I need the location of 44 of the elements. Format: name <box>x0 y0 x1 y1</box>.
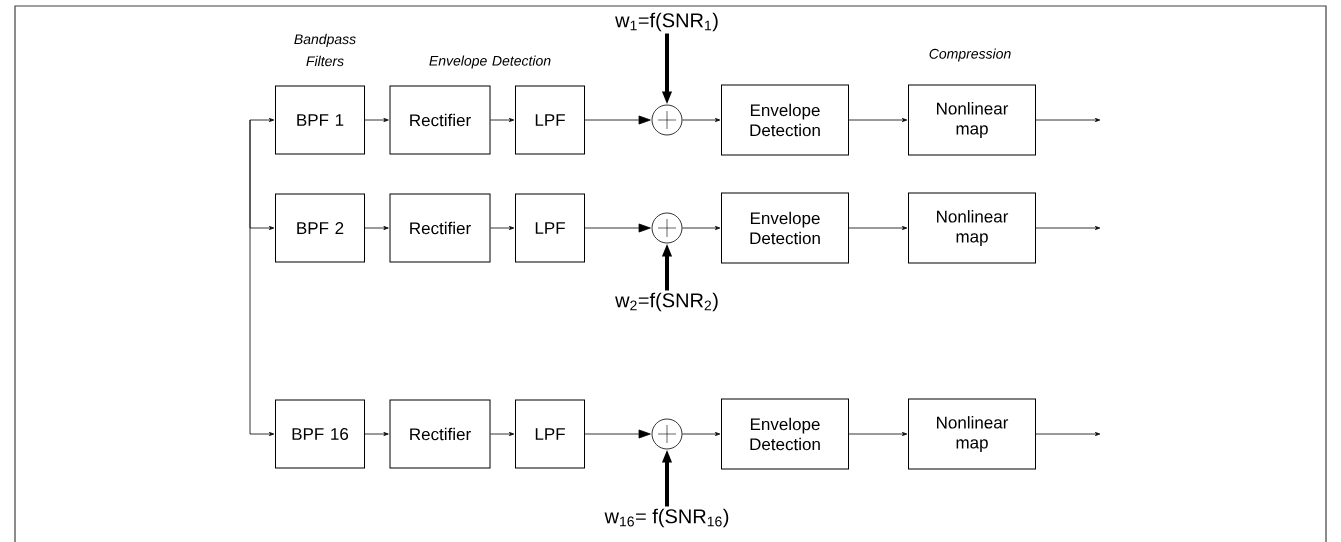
arrow <box>848 226 908 230</box>
column-heading: Compression <box>929 48 1011 62</box>
process-box: Envelope Detection <box>721 398 849 470</box>
process-box: Envelope Detection <box>721 84 849 156</box>
process-box: BPF 2 <box>275 193 365 263</box>
process-box: BPF 16 <box>275 399 365 469</box>
arrow <box>584 223 651 233</box>
arrow <box>682 432 721 436</box>
process-box: LPF <box>515 193 585 263</box>
arrow <box>1035 118 1101 123</box>
arrow <box>848 432 908 436</box>
process-box: Nonlinear map <box>908 398 1036 470</box>
summing-junction <box>651 104 683 136</box>
arrow <box>364 226 389 230</box>
arrow <box>1035 226 1101 230</box>
arrow <box>584 429 651 439</box>
arrow <box>490 226 515 230</box>
weight-label: w$_{16}$= f(SNR$_{16}$) <box>604 508 729 528</box>
arrow <box>249 119 275 436</box>
arrow <box>490 432 515 436</box>
arrow <box>848 118 908 123</box>
arrow <box>249 118 275 123</box>
arrow <box>682 226 721 230</box>
process-box: LPF <box>515 85 585 155</box>
arrow <box>1035 432 1101 436</box>
arrow <box>490 118 515 123</box>
weight-label: w$_{2}$=f(SNR$_{2}$) <box>615 292 718 312</box>
summing-junction <box>651 212 683 244</box>
weight-label: w$_{1}$=f(SNR$_{1}$) <box>615 12 718 32</box>
arrow <box>584 115 651 125</box>
process-box: Rectifier <box>389 193 491 263</box>
process-box: Envelope Detection <box>721 192 849 264</box>
process-box: LPF <box>515 399 585 469</box>
process-box: Rectifier <box>389 399 491 469</box>
process-box: Nonlinear map <box>908 192 1036 264</box>
arrow <box>682 118 721 123</box>
process-box: Rectifier <box>389 85 491 155</box>
summing-junction <box>651 418 683 450</box>
column-heading: Bandpass Filters <box>294 33 356 67</box>
process-box: Nonlinear map <box>908 84 1036 156</box>
arrow <box>364 118 389 123</box>
arrow <box>364 432 389 436</box>
column-heading: Envelope Detection <box>429 55 551 69</box>
process-box: BPF 1 <box>275 85 365 155</box>
